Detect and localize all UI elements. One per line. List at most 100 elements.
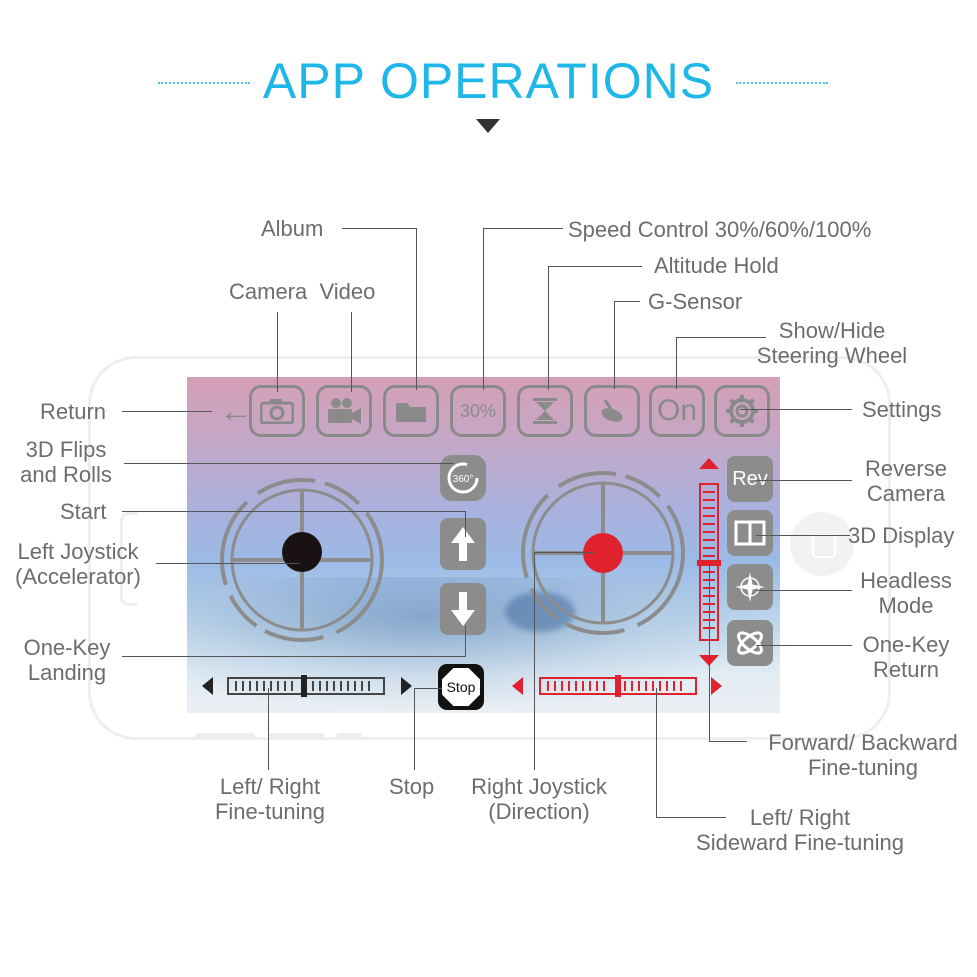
leader-video <box>351 312 352 392</box>
label-right-joystick: Right Joystick (Direction) <box>454 774 624 824</box>
label-line: 3D Flips <box>25 437 107 462</box>
left-joystick[interactable] <box>214 472 390 648</box>
steering-toggle-button[interactable]: On <box>649 385 705 437</box>
leader-album <box>416 228 417 390</box>
leader-altitude <box>548 266 642 267</box>
leader-camera <box>277 312 278 392</box>
left-arrow-icon[interactable]: ← <box>219 391 253 430</box>
steering-toggle-value: On <box>656 394 698 427</box>
leader-headless <box>756 590 852 591</box>
3d-display-button[interactable] <box>727 510 773 556</box>
headless-mode-button[interactable] <box>727 564 773 610</box>
phone-home-button[interactable] <box>790 512 854 576</box>
label-line: Return <box>872 657 940 682</box>
label-line: and Rolls <box>20 462 112 487</box>
label-g-sensor: G-Sensor <box>648 289 743 314</box>
label-headless: Headless Mode <box>852 568 960 618</box>
label-3d-display: 3D Display <box>848 523 955 548</box>
leader-steering <box>676 337 677 389</box>
label-line: Left/ Right <box>749 805 851 830</box>
label-settings: Settings <box>862 397 942 422</box>
reverse-camera-button[interactable]: Rev <box>727 456 773 502</box>
leader-start <box>122 511 466 512</box>
sideward-trim[interactable] <box>510 674 724 698</box>
label-flips: 3D Flips and Rolls <box>8 437 124 487</box>
camera-button[interactable] <box>249 385 305 437</box>
start-up-button[interactable] <box>440 518 486 570</box>
label-left-joystick: Left Joystick (Accelerator) <box>2 539 154 589</box>
header: APP OPERATIONS <box>0 52 977 112</box>
leader-speed <box>483 228 563 229</box>
label-line: Camera <box>866 481 946 506</box>
label-line: (Direction) <box>488 799 590 824</box>
left-right-trim[interactable] <box>200 674 414 698</box>
label-line: Landing <box>27 660 107 685</box>
video-button[interactable] <box>316 385 372 437</box>
settings-button[interactable] <box>714 385 770 437</box>
flip-360-button[interactable]: 360° <box>440 455 486 501</box>
leader-stop <box>414 688 442 689</box>
label-line: Forward/ Backward <box>768 730 958 755</box>
leader-flips <box>124 463 454 464</box>
label-line: Left Joystick <box>17 539 139 564</box>
leader-landing <box>122 656 466 657</box>
leader-gsensor <box>614 301 640 302</box>
leader-gsensor <box>614 301 615 389</box>
reverse-label: Rev <box>732 467 768 490</box>
label-line: Mode <box>878 593 934 618</box>
phone-side-button <box>120 512 137 606</box>
leader-lr <box>268 688 269 770</box>
album-button[interactable] <box>383 385 439 437</box>
label-line: Fine-tuning <box>807 755 919 780</box>
stop-button[interactable]: Stop <box>438 664 484 710</box>
label-line: Fine-tuning <box>214 799 326 824</box>
label-line: Left/ Right <box>219 774 321 799</box>
label-album: Album <box>261 216 324 241</box>
leader-return <box>122 411 212 412</box>
label-left-right-trim: Left/ Right Fine-tuning <box>202 774 338 824</box>
split-screen-icon <box>734 520 766 546</box>
right-joystick[interactable] <box>515 465 691 641</box>
label-forward-backward: Forward/ Backward Fine-tuning <box>752 730 974 780</box>
page-title: APP OPERATIONS <box>262 53 715 109</box>
label-line: Show/Hide <box>778 318 886 343</box>
title-dash-left <box>158 82 250 84</box>
g-sensor-button[interactable] <box>584 385 640 437</box>
landing-down-button[interactable] <box>440 583 486 635</box>
up-arrow-icon <box>451 527 475 561</box>
gear-icon <box>726 395 758 427</box>
leader-album <box>342 228 417 229</box>
leader-okreturn <box>756 645 852 646</box>
speed-value: 30% <box>459 400 497 421</box>
phone-foot <box>195 733 255 739</box>
leader-speed <box>483 228 484 390</box>
label-one-key-return: One-Key Return <box>852 632 960 682</box>
label-one-key-landing: One-Key Landing <box>12 635 122 685</box>
svg-text:360°: 360° <box>453 474 474 485</box>
label-line: (Accelerator) <box>15 564 141 589</box>
leader-left-joystick <box>156 563 300 564</box>
phone-foot <box>336 733 362 739</box>
camera-icon <box>260 399 294 424</box>
label-altitude-hold: Altitude Hold <box>654 253 779 278</box>
title-dash-right <box>736 82 828 84</box>
hourglass-icon <box>533 398 557 424</box>
flip-360-icon: 360° <box>447 462 479 494</box>
down-pointer-icon <box>476 119 500 133</box>
video-camera-icon <box>328 398 361 424</box>
compass-icon <box>735 572 765 602</box>
altitude-hold-button[interactable] <box>517 385 573 437</box>
return-orbit-icon <box>737 631 763 655</box>
leader-steering <box>676 337 766 338</box>
leader-reverse <box>756 480 852 481</box>
phone-foot <box>268 733 324 739</box>
label-line: Sideward Fine-tuning <box>696 830 904 855</box>
leader-side <box>656 688 657 818</box>
folder-icon <box>396 403 426 422</box>
label-line: One-Key <box>23 635 111 660</box>
one-key-return-button[interactable] <box>727 620 773 666</box>
stop-label: Stop <box>442 668 480 706</box>
leader-fb <box>709 562 710 742</box>
label-sideward: Left/ Right Sideward Fine-tuning <box>680 805 920 855</box>
speed-button[interactable]: 30% <box>450 385 506 437</box>
